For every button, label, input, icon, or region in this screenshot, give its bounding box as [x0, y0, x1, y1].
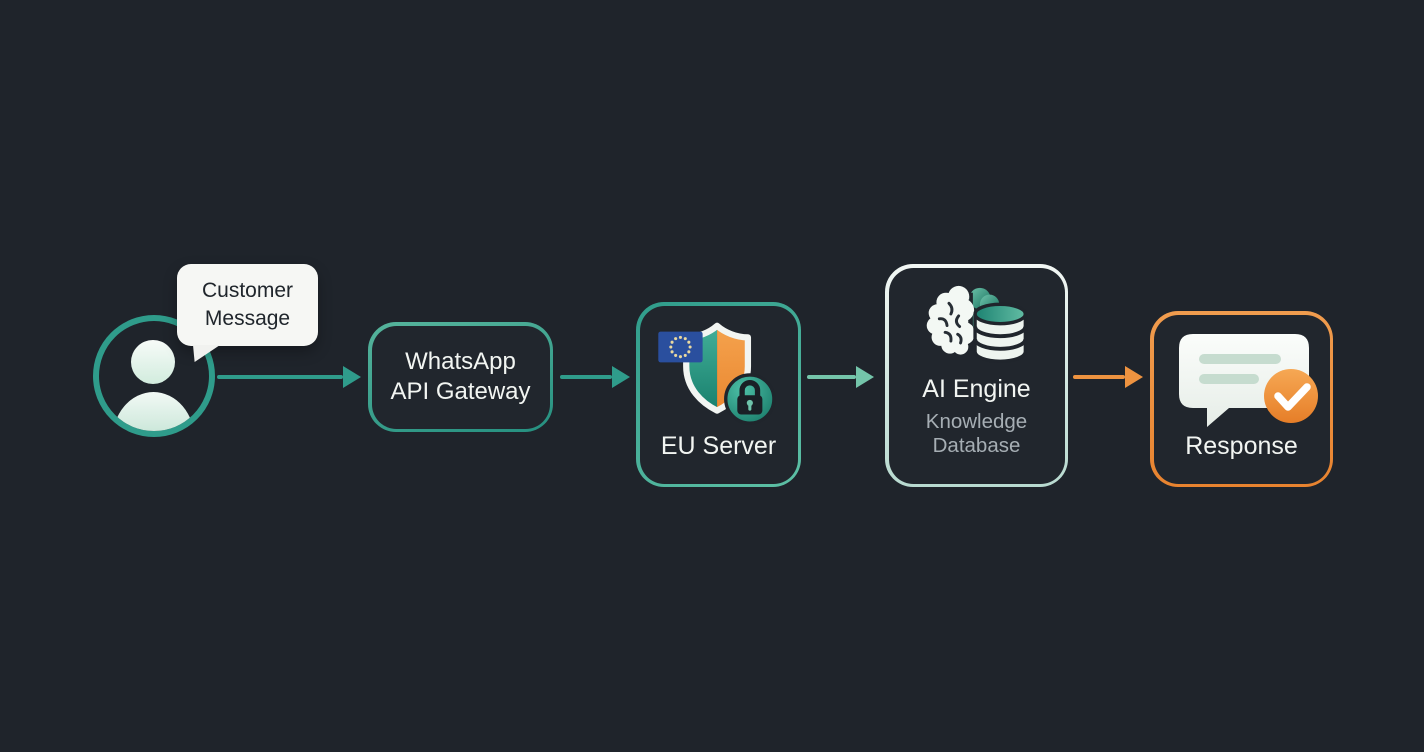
- arrow-shaft: [560, 375, 612, 379]
- avatar-head: [131, 340, 175, 384]
- node-body: WhatsApp API Gateway: [371, 325, 550, 429]
- arrow-customer-to-gateway: [217, 366, 361, 388]
- gateway-label: WhatsApp API Gateway: [390, 348, 531, 405]
- avatar-body: [112, 392, 195, 431]
- shield-icon: [656, 321, 782, 427]
- checkmark-icon: [1263, 368, 1318, 423]
- arrow-shaft: [807, 375, 856, 379]
- response-label: Response: [1185, 431, 1298, 460]
- node-eu-server: EU Server: [636, 302, 801, 487]
- node-whatsapp-api-gateway: WhatsApp API Gateway: [368, 322, 553, 432]
- arrow-head: [1125, 366, 1143, 388]
- arrow-head: [612, 366, 630, 388]
- node-body: AI Engine Knowledge Database: [888, 267, 1065, 484]
- ai-engine-title: AI Engine: [922, 374, 1031, 403]
- arrow-ai-engine-to-response: [1073, 366, 1143, 388]
- user-avatar-icon: [93, 315, 215, 437]
- brain-icon: [919, 284, 1035, 371]
- node-ai-engine: AI Engine Knowledge Database: [885, 264, 1068, 487]
- chat-bubble-icon: [1173, 330, 1323, 430]
- arrow-shaft: [217, 375, 343, 379]
- eu-server-label: EU Server: [660, 431, 777, 460]
- arrow-head: [856, 366, 874, 388]
- node-response: Response: [1150, 311, 1333, 487]
- node-body: Response: [1153, 314, 1330, 484]
- customer-message-label: Customer Message: [201, 279, 294, 330]
- lock-icon: [723, 372, 776, 425]
- arrow-gateway-to-eu-server: [560, 366, 630, 388]
- speech-bubble: Customer Message: [177, 264, 318, 362]
- eu-flag-icon: [657, 331, 703, 362]
- ai-engine-subtitle: Knowledge Database: [925, 409, 1028, 457]
- arrow-shaft: [1073, 375, 1125, 379]
- node-body: EU Server: [639, 305, 798, 484]
- arrow-eu-server-to-ai-engine: [807, 366, 874, 388]
- arrow-head: [343, 366, 361, 388]
- database-icon: [972, 302, 1027, 363]
